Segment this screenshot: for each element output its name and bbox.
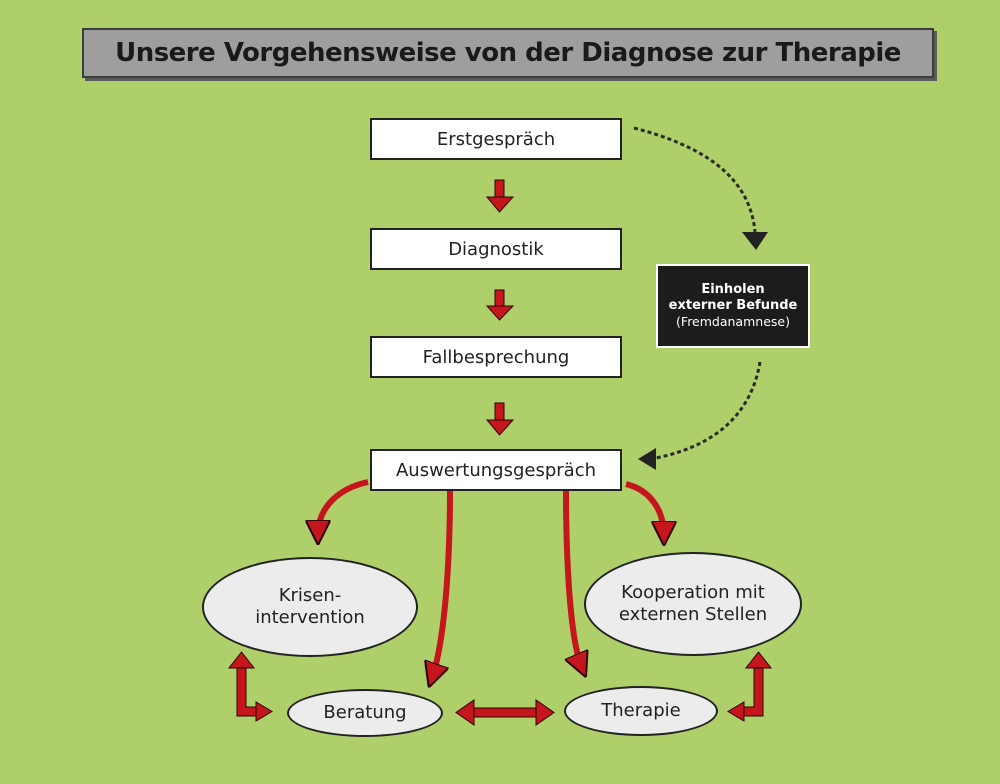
- arrow-krise-beratung: [227, 651, 273, 722]
- arrow-to-beratung: [432, 489, 453, 678]
- arrow-therapie-kooperation: [727, 651, 773, 722]
- kooperation-line-2: externen Stellen: [618, 604, 768, 625]
- beratung-label: Beratung: [323, 701, 407, 723]
- outcome-krisenintervention: Krisen- intervention: [202, 557, 418, 657]
- title-banner: Unsere Vorgehensweise von der Diagnose z…: [82, 28, 934, 78]
- dotted-arrow-from-external-head: [638, 448, 656, 470]
- outcome-therapie: Therapie: [564, 686, 718, 736]
- dotted-arrow-to-external: [633, 126, 757, 233]
- arrow-to-krisenintervention: [318, 479, 369, 535]
- step-erstgespraech: Erstgespräch: [370, 118, 622, 160]
- external-line-1: Einholen: [701, 281, 765, 297]
- external-line-2: externer Befunde: [668, 298, 798, 314]
- therapie-label: Therapie: [601, 699, 681, 721]
- arrow-to-kooperation: [625, 481, 664, 536]
- arrow-beratung-therapie: [455, 699, 555, 726]
- down-arrow-1: [485, 179, 515, 213]
- kooperation-line-1: Kooperation mit: [621, 581, 765, 603]
- outcome-kooperation: Kooperation mit externen Stellen: [584, 552, 802, 656]
- external-findings-box: Einholen externer Befunde (Fremdanamnese…: [656, 264, 810, 348]
- arrow-to-therapie: [563, 489, 582, 668]
- krise-line-1: Krisen-: [278, 584, 342, 606]
- dotted-arrow-to-external-head: [742, 232, 768, 250]
- step-fallbesprechung: Fallbesprechung: [370, 336, 622, 378]
- krise-line-2: intervention: [255, 607, 365, 628]
- dotted-arrow-from-external: [655, 361, 762, 460]
- outcome-beratung: Beratung: [287, 689, 443, 737]
- step-diagnostik: Diagnostik: [370, 228, 622, 270]
- page-title: Unsere Vorgehensweise von der Diagnose z…: [115, 38, 901, 68]
- down-arrow-2: [485, 289, 515, 321]
- step-auswertungsgespraech: Auswertungsgespräch: [370, 449, 622, 491]
- down-arrow-3: [485, 402, 515, 436]
- external-line-3: (Fremdanamnese): [676, 314, 790, 330]
